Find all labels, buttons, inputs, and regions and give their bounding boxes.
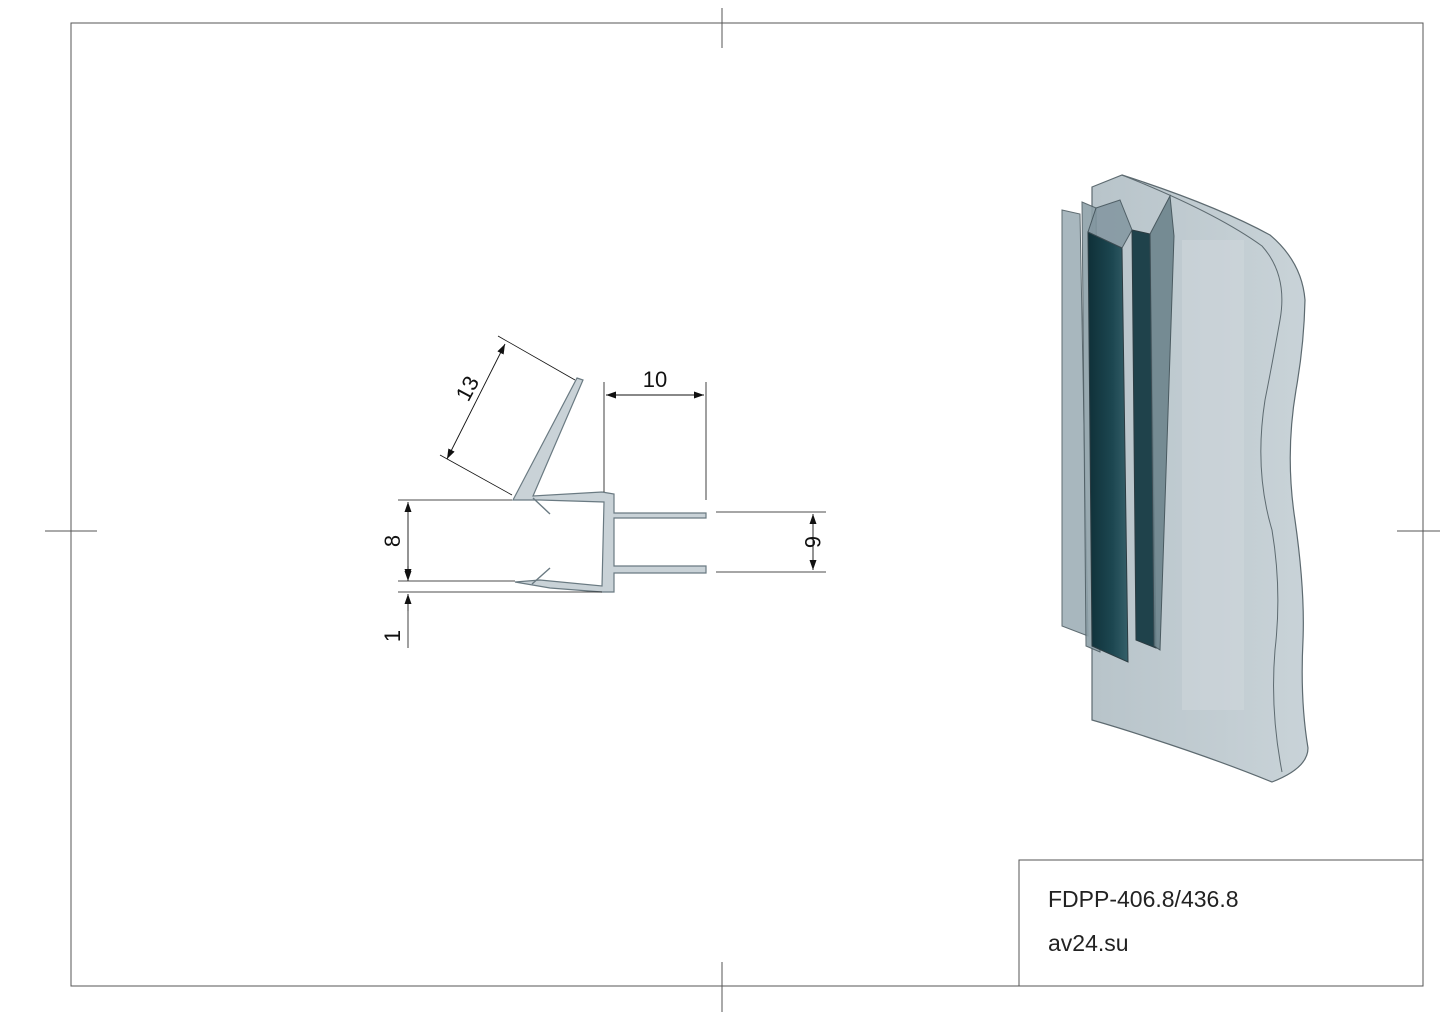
centering-marks bbox=[45, 8, 1440, 1012]
title-block-frame bbox=[1018, 859, 1424, 987]
website: av24.su bbox=[1048, 930, 1129, 956]
sheet-frame bbox=[70, 22, 1424, 987]
profile-cross-section bbox=[512, 377, 707, 593]
dim-label-10: 10 bbox=[643, 367, 667, 392]
dimension-glass-gap: 6 bbox=[716, 511, 826, 573]
dim-label-8: 8 bbox=[380, 535, 405, 547]
part-number: FDPP-406.8/436.8 bbox=[1048, 886, 1239, 912]
dim-label-13: 13 bbox=[451, 372, 485, 405]
dimension-leg-length: 13 bbox=[439, 335, 576, 496]
title-block: FDPP-406.8/436.8 av24.su bbox=[1018, 859, 1424, 987]
dimension-width: 10 bbox=[603, 367, 707, 500]
dim-label-6: 6 bbox=[800, 536, 825, 548]
isometric-view bbox=[1061, 174, 1309, 783]
dim-label-1: 1 bbox=[380, 630, 405, 642]
dimension-thickness: 1 bbox=[380, 566, 412, 648]
dimension-height: 8 bbox=[380, 499, 602, 593]
